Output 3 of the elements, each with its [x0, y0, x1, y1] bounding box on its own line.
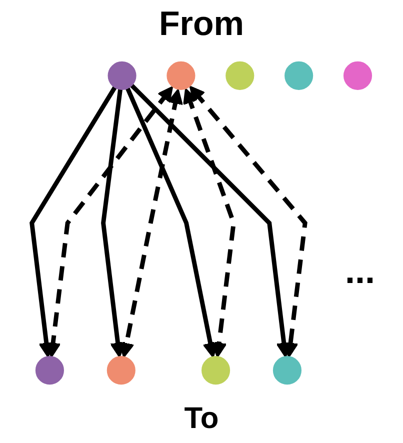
ellipsis-label: ... [345, 250, 376, 292]
title: From [158, 4, 245, 44]
caption: To [183, 401, 220, 437]
